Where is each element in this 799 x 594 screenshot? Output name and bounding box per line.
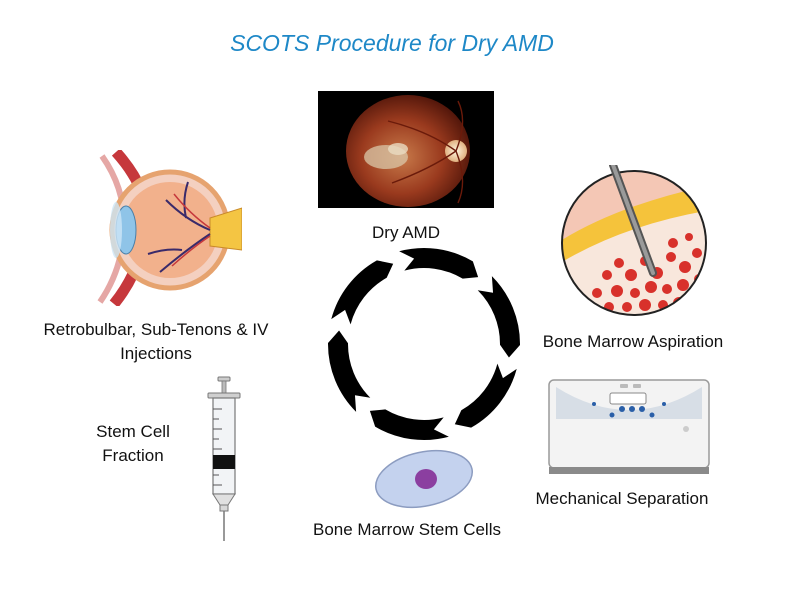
diagram-title: SCOTS Procedure for Dry AMD	[230, 30, 554, 56]
step-label-separation: Mechanical Separation	[535, 489, 709, 508]
stem-cell-icon	[374, 449, 474, 509]
syringe-icon	[207, 376, 241, 541]
step-label-aspiration: Bone Marrow Aspiration	[542, 332, 724, 351]
step-label-dry-amd: Dry AMD	[372, 223, 440, 242]
step-label-fraction: Stem Cell Fraction	[68, 420, 198, 468]
cycle-arrow-segment	[331, 260, 394, 325]
eye-anatomy-icon	[97, 150, 242, 306]
step-label-injections-line2: Injections	[120, 344, 192, 363]
cycle-arrow-segment	[399, 248, 479, 279]
step-label-injections-line1: Retrobulbar, Sub-Tenons & IV	[43, 320, 269, 339]
retina-fundus-photo-icon	[318, 91, 494, 208]
cycle-arrow-segment	[454, 363, 517, 428]
cycle-arrow-segment	[369, 409, 449, 440]
cycle-arrows	[328, 248, 520, 440]
step-label-stem-cells: Bone Marrow Stem Cells	[312, 520, 501, 539]
step-label-injections: Retrobulbar, Sub-Tenons & IV Injections	[22, 318, 290, 366]
centrifuge-machine-icon	[548, 379, 710, 474]
cycle-arrow-segment	[477, 276, 520, 358]
bone-marrow-needle-icon	[561, 165, 707, 316]
cycle-arrow-segment	[328, 330, 371, 412]
step-label-fraction-line1: Stem Cell	[96, 422, 170, 441]
step-label-fraction-line2: Fraction	[102, 446, 164, 465]
